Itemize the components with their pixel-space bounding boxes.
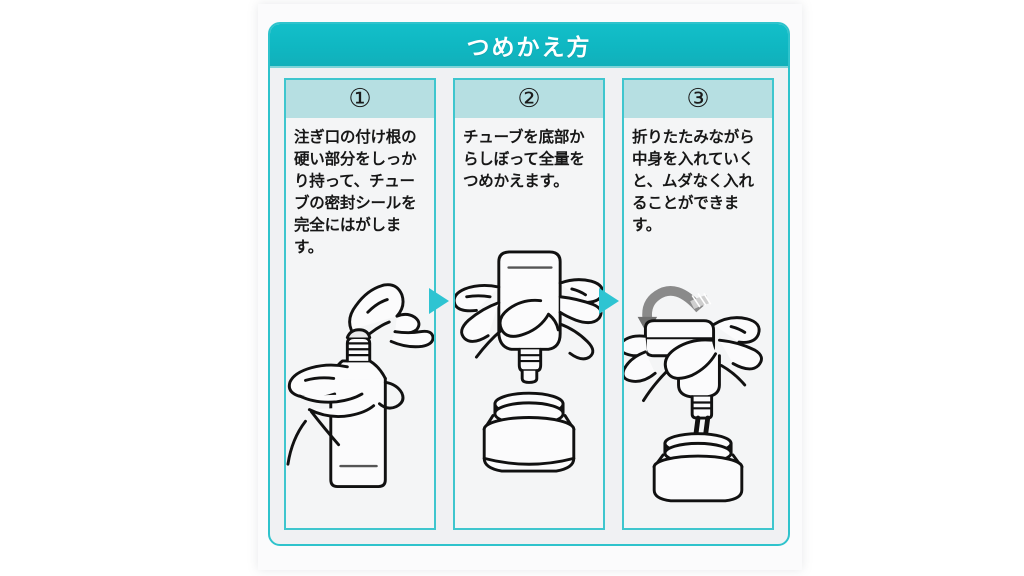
steps-row: ① 注ぎ口の付け根の硬い部分をしっかり持って、チューブの密封シールを完全にはがし… (270, 70, 788, 544)
hands-squeezing-tube-icon (455, 250, 603, 473)
header-bar: つめかえ方 (270, 24, 788, 68)
arrow-step1-to-step2 (429, 288, 449, 314)
step-2-number-band: ② (455, 80, 603, 118)
folding-tube-into-jar-icon (624, 286, 763, 503)
step-panel-2: ② チューブを底部からしぼって全量をつめかえます。 (453, 78, 605, 530)
instruction-frame: つめかえ方 ① 注ぎ口の付け根の硬い部分をしっかり持って、チューブの密封シールを… (268, 22, 790, 546)
step-1-text: 注ぎ口の付け根の硬い部分をしっかり持って、チューブの密封シールを完全にはがします… (294, 128, 417, 256)
hands-peeling-seal-icon (286, 283, 434, 488)
step-2-number: ② (517, 84, 541, 114)
page-title: つめかえ方 (466, 35, 592, 61)
step-1-number: ① (348, 84, 372, 114)
step-1-illustration (286, 262, 434, 528)
arrow-step2-to-step3 (599, 288, 619, 314)
step-3-number: ③ (686, 84, 710, 114)
step-panel-1: ① 注ぎ口の付け根の硬い部分をしっかり持って、チューブの密封シールを完全にはがし… (284, 78, 436, 530)
step-3-text: 折りたたみながら中身を入れていくと、ムダなく入れることができます。 (632, 128, 755, 234)
step-panel-3: ③ 折りたたみながら中身を入れていくと、ムダなく入れることができます。 (622, 78, 774, 530)
step-2-illustration (455, 196, 603, 528)
step-3-number-band: ③ (624, 80, 772, 118)
step-1-number-band: ① (286, 80, 434, 118)
step-2-text: チューブを底部からしぼって全量をつめかえます。 (463, 128, 585, 190)
step-3-illustration (624, 240, 772, 528)
